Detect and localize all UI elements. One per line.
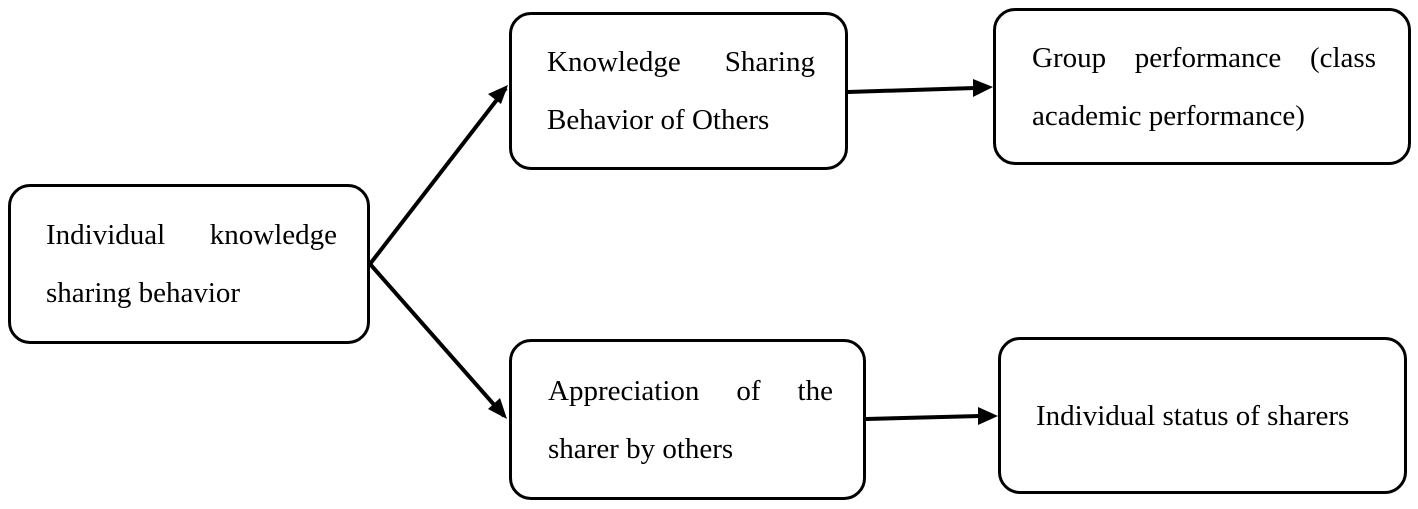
arrowhead-individual-to-appreciation xyxy=(488,398,507,419)
node-label: Group performance (class academic perfor… xyxy=(1032,41,1376,132)
arrowhead-appreciation-to-status xyxy=(978,407,998,425)
node-label: Appreciation of the sharer by others xyxy=(548,374,833,465)
node-appreciation: Appreciation of the sharer by others xyxy=(509,339,866,500)
node-label: Individual status of sharers xyxy=(1036,399,1350,432)
node-group-performance: Group performance (class academic perfor… xyxy=(993,8,1411,165)
node-individual-status: Individual status of sharers xyxy=(998,337,1407,494)
node-label: Individual knowledge sharing behavior xyxy=(46,219,337,309)
node-label: Knowledge Sharing Behavior of Others xyxy=(547,46,815,136)
arrowhead-individual-to-knowledge-sharing xyxy=(488,85,508,104)
node-individual-knowledge-sharing: Individual knowledge sharing behavior xyxy=(8,184,370,344)
arrowhead-knowledge-sharing-to-group xyxy=(973,79,993,97)
arrow-individual-to-knowledge-sharing xyxy=(368,86,508,266)
arrow-knowledge-sharing-to-group xyxy=(847,86,976,94)
arrow-individual-to-appreciation xyxy=(368,262,506,418)
node-knowledge-sharing-others: Knowledge Sharing Behavior of Others xyxy=(509,12,848,170)
arrow-appreciation-to-status xyxy=(865,414,981,421)
